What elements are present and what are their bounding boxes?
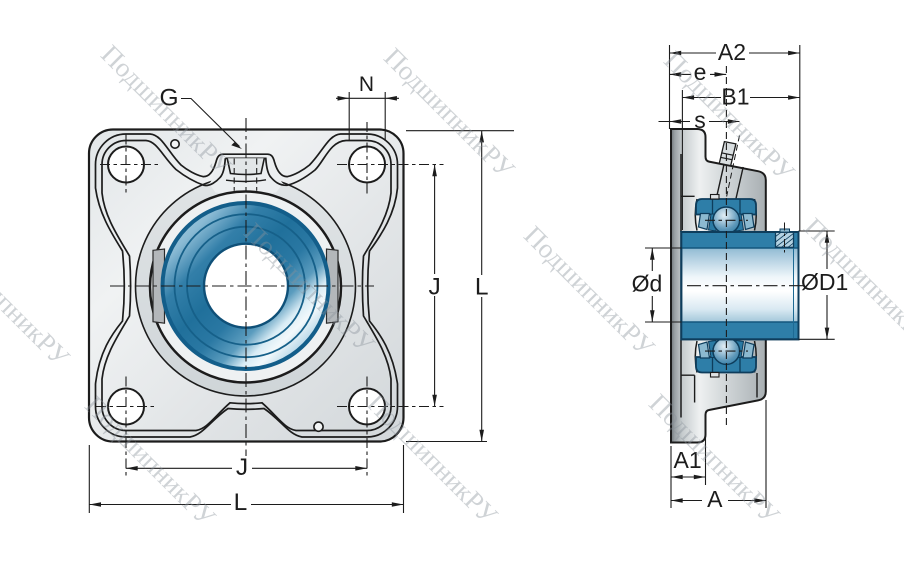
svg-text:G: G bbox=[159, 85, 178, 112]
svg-text:L: L bbox=[475, 274, 489, 301]
svg-text:ПодшипникРУ: ПодшипникРУ bbox=[0, 230, 76, 373]
svg-text:A1: A1 bbox=[674, 447, 702, 473]
svg-text:J: J bbox=[428, 274, 440, 301]
svg-text:ПодшипникРУ: ПодшипникРУ bbox=[361, 388, 504, 531]
svg-text:N: N bbox=[359, 73, 374, 96]
svg-text:ØD1: ØD1 bbox=[801, 269, 848, 295]
svg-text:e: e bbox=[694, 59, 707, 85]
svg-text:L: L bbox=[234, 489, 248, 516]
svg-text:J: J bbox=[236, 454, 248, 481]
svg-text:A: A bbox=[707, 486, 723, 512]
svg-text:A2: A2 bbox=[718, 39, 746, 65]
svg-text:s: s bbox=[694, 107, 706, 133]
svg-text:Ød: Ød bbox=[632, 271, 663, 297]
svg-text:B1: B1 bbox=[721, 84, 749, 110]
